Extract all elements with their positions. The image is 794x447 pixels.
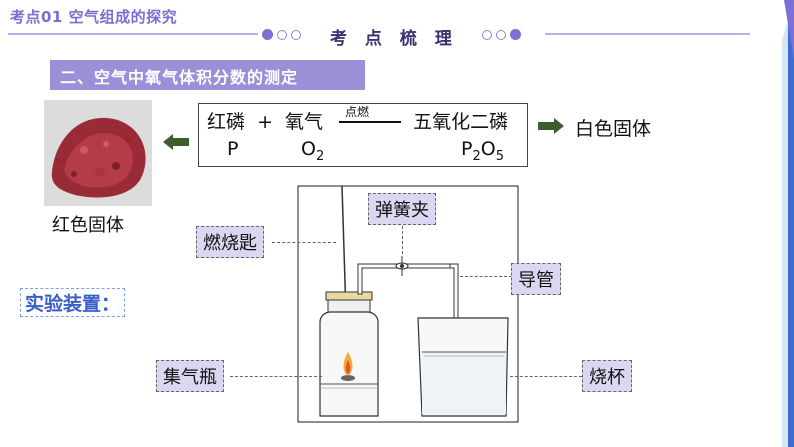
dot-empty-icon (277, 29, 287, 40)
leader-line (460, 276, 512, 277)
dot-empty-icon (482, 29, 492, 40)
leader-line (272, 242, 336, 243)
reactant1-name: 红磷 (207, 111, 246, 133)
reactant2-formula: O2 (301, 138, 325, 164)
product-state: 白色固体 (575, 118, 652, 140)
dot-empty-icon (496, 29, 506, 40)
product-formula: P2O5 (461, 138, 504, 164)
reactant1-formula: P (227, 138, 239, 160)
spring-clamp-icon (395, 256, 409, 276)
sample-caption: 红色固体 (52, 215, 124, 236)
top-divider-right (545, 33, 750, 35)
decor-dots-right (482, 29, 521, 40)
section-title: 二、空气中氧气体积分数的测定 (50, 60, 365, 90)
reaction-equation: 红磷 + 氧气 五氧化二磷 点燃 P O2 P2O5 (198, 103, 528, 167)
topic-title: 考点01 空气组成的探究 (10, 8, 178, 26)
reaction-condition: 点燃 (345, 105, 370, 119)
reaction-arrow-line (339, 121, 401, 123)
plus-sign: + (257, 111, 273, 133)
beaker-icon (417, 317, 509, 417)
leader-line (230, 376, 322, 377)
dot-filled-icon (262, 29, 273, 40)
product-name: 五氧化二磷 (413, 111, 509, 133)
decor-edge-icon (782, 0, 794, 447)
dot-filled-icon (510, 29, 521, 40)
section-heading: 考 点 梳 理 (330, 29, 458, 49)
arrow-right-icon (538, 118, 564, 134)
label-beaker: 烧杯 (582, 360, 632, 392)
label-combustion-spoon: 燃烧匙 (196, 226, 264, 258)
apparatus-heading: 实验装置： (20, 288, 126, 317)
label-spring-clamp: 弹簧夹 (368, 193, 436, 225)
top-bar: 考点01 空气组成的探究 考 点 梳 理 (0, 0, 794, 49)
flame-icon (341, 352, 355, 381)
arrow-left-icon (163, 134, 189, 150)
dot-empty-icon (291, 29, 301, 40)
red-phosphorus-image (44, 100, 152, 206)
apparatus-diagram (297, 185, 519, 423)
leader-line (402, 226, 403, 254)
reactant2-name: 氧气 (285, 111, 324, 133)
label-conduit: 导管 (511, 263, 561, 295)
top-divider-left (8, 33, 258, 35)
decor-dots-left (262, 29, 301, 40)
label-gas-bottle: 集气瓶 (156, 360, 224, 392)
leader-line (510, 376, 582, 377)
